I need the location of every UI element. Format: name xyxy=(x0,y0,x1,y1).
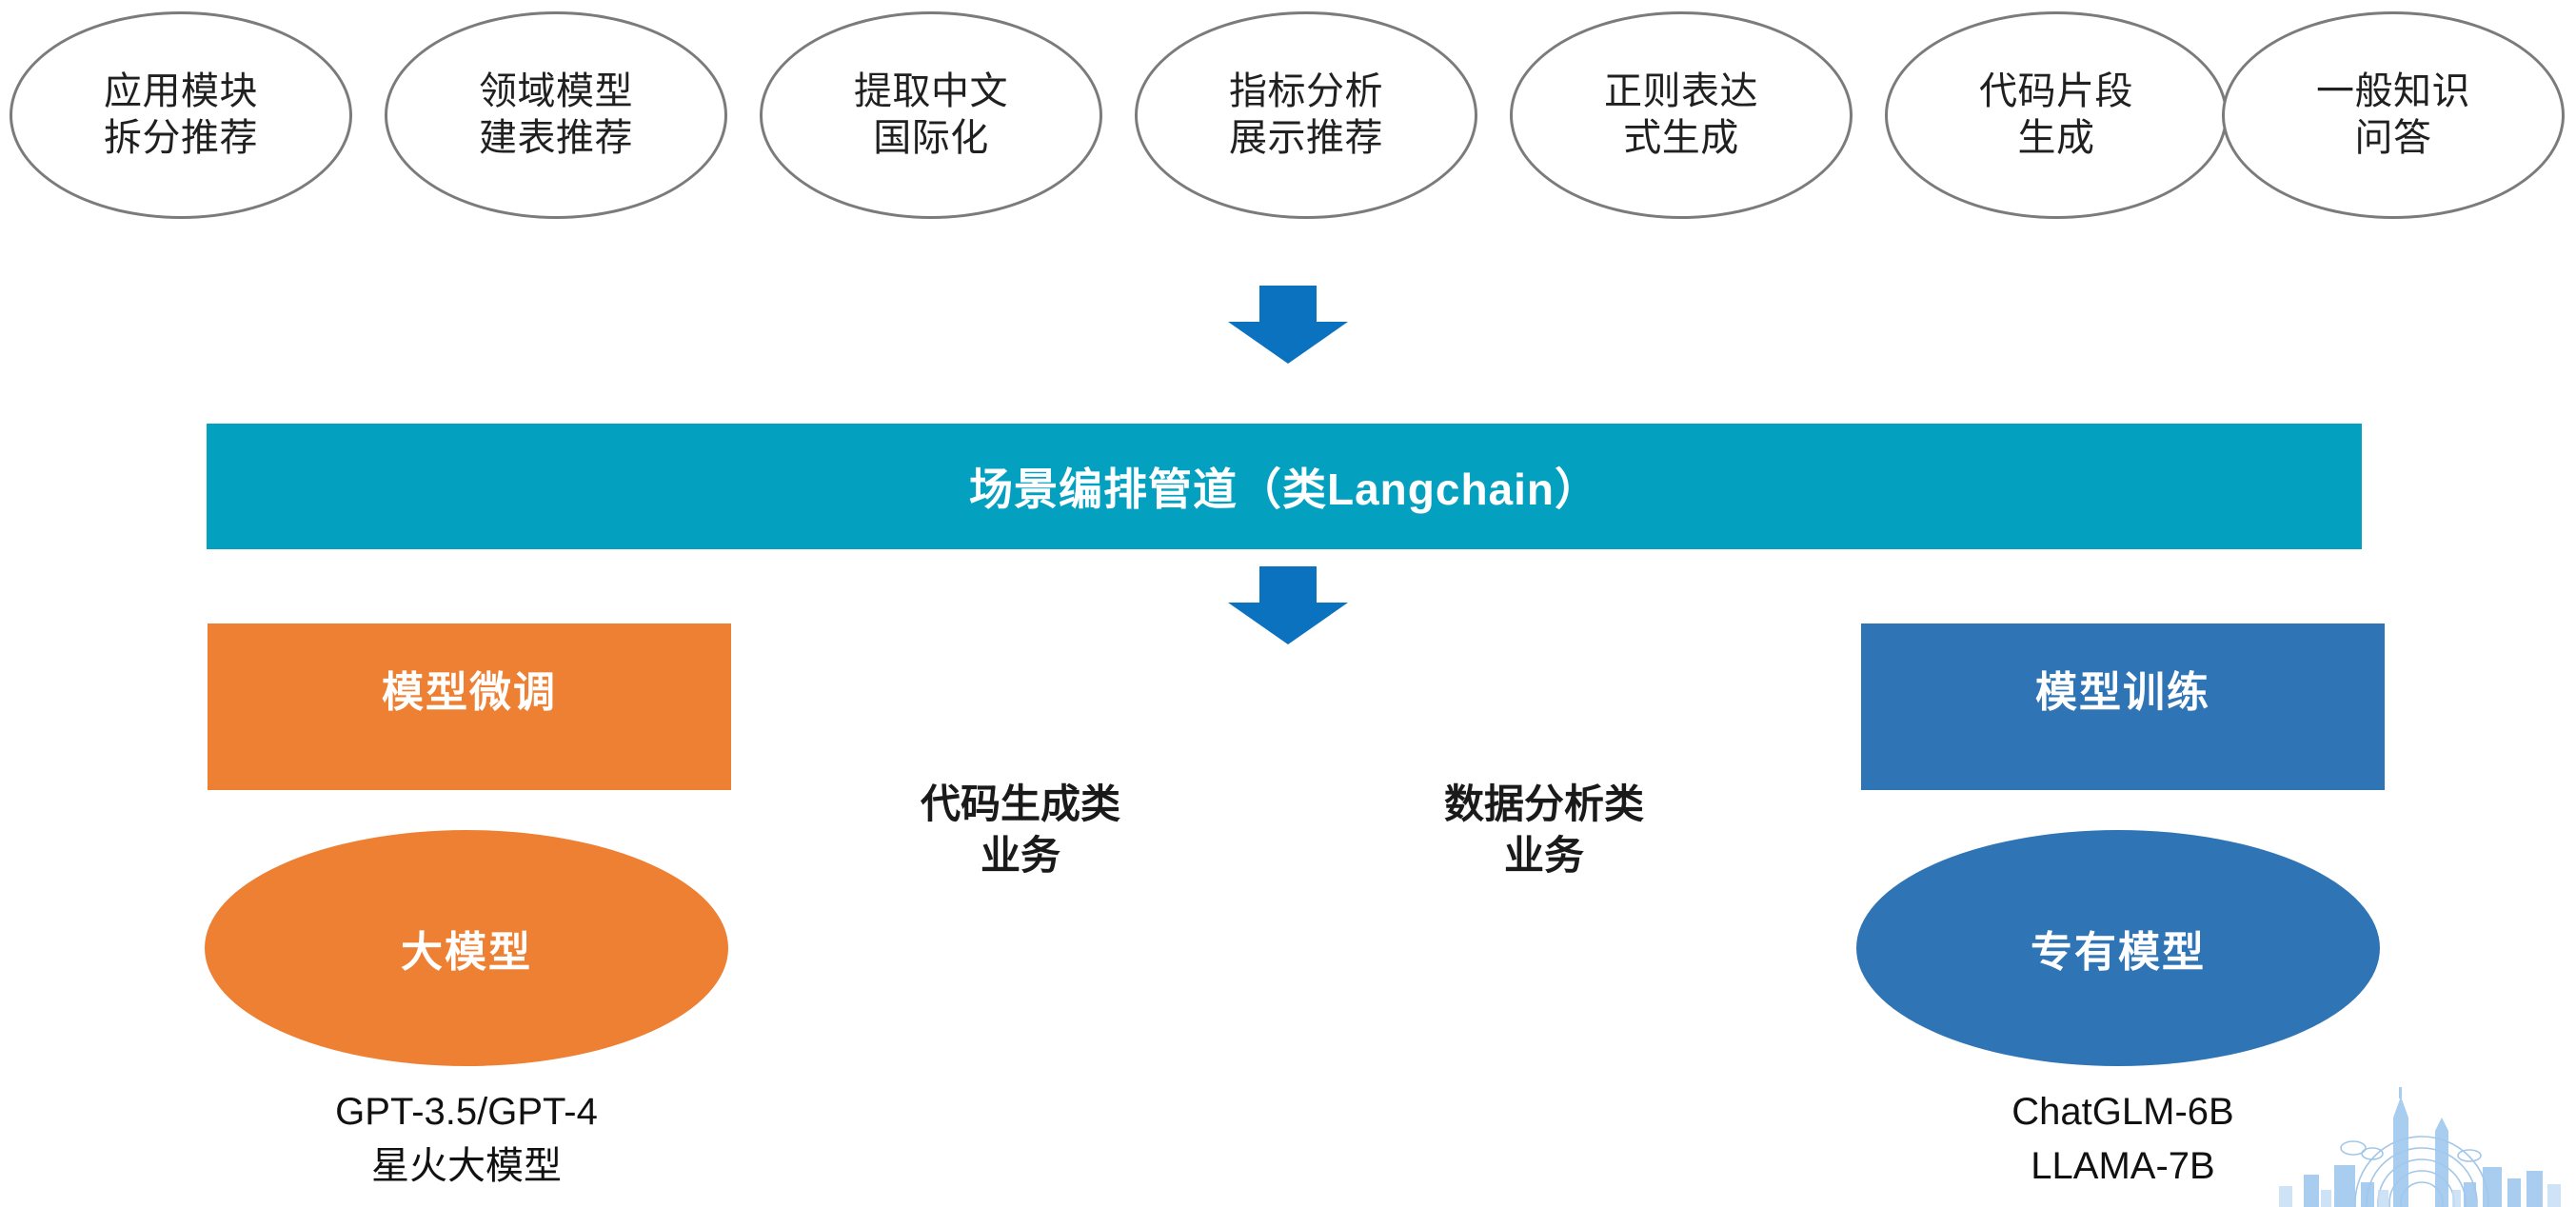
business-label-code-line2: 业务 xyxy=(980,832,1060,878)
arrow-shaft xyxy=(1259,286,1317,326)
model-name-spark: 星火大模型 xyxy=(371,1144,562,1187)
scene-ellipse-1-line2: 拆分推荐 xyxy=(104,117,258,159)
scene-ellipse-1[interactable]: 应用模块 拆分推荐 xyxy=(10,11,352,219)
stage-box-model-training-label: 模型训练 xyxy=(2035,669,2210,716)
stage-box-fine-tuning[interactable]: 模型微调 xyxy=(208,623,731,790)
model-ellipse-proprietary-model[interactable]: 专有模型 xyxy=(1856,830,2380,1066)
pipeline-bar[interactable]: 场景编排管道（类Langchain） xyxy=(207,424,2362,549)
model-names-left: GPT-3.5/GPT-4 星火大模型 xyxy=(200,1085,733,1194)
model-ellipse-large-model-label: 大模型 xyxy=(401,929,532,976)
scene-ellipse-2-line1: 领域模型 xyxy=(479,70,633,113)
arrow-shaft xyxy=(1259,566,1317,606)
scene-ellipse-6-line1: 代码片段 xyxy=(1979,70,2133,113)
scene-ellipse-5-line2: 式生成 xyxy=(1623,117,1739,159)
scene-ellipse-2[interactable]: 领域模型 建表推荐 xyxy=(385,11,727,219)
scene-ellipse-7-line2: 问答 xyxy=(2354,117,2432,159)
model-name-chatglm: ChatGLM-6B xyxy=(2011,1091,2234,1133)
scene-ellipse-6[interactable]: 代码片段 生成 xyxy=(1885,11,2228,219)
scene-ellipse-7-line1: 一般知识 xyxy=(2316,70,2470,113)
business-label-code-generation: 代码生成类 业务 xyxy=(868,779,1173,881)
pipeline-bar-label: 场景编排管道（类Langchain） xyxy=(968,465,1600,514)
model-ellipse-large-model[interactable]: 大模型 xyxy=(205,830,728,1066)
business-label-data-line1: 数据分析类 xyxy=(1443,782,1644,826)
scene-ellipse-3-line1: 提取中文 xyxy=(854,70,1008,113)
business-label-data-analysis: 数据分析类 业务 xyxy=(1392,779,1696,881)
scene-ellipse-6-line2: 生成 xyxy=(2017,117,2095,159)
down-arrow-icon-top xyxy=(1228,286,1348,364)
arrow-head xyxy=(1228,322,1348,364)
arrow-head xyxy=(1228,603,1348,644)
model-name-gpt: GPT-3.5/GPT-4 xyxy=(335,1091,598,1133)
model-name-llama: LLAMA-7B xyxy=(2031,1144,2215,1187)
stage-box-fine-tuning-label: 模型微调 xyxy=(382,669,557,716)
scene-ellipse-1-line1: 应用模块 xyxy=(104,70,258,113)
business-label-data-line2: 业务 xyxy=(1503,832,1584,878)
scene-ellipse-4[interactable]: 指标分析 展示推荐 xyxy=(1135,11,1477,219)
down-arrow-icon-middle xyxy=(1228,566,1348,644)
scene-ellipse-7[interactable]: 一般知识 问答 xyxy=(2222,11,2565,219)
scene-ellipse-row: 应用模块 拆分推荐 领域模型 建表推荐 提取中文 国际化 指标分析 展示推荐 正… xyxy=(0,11,2576,221)
scene-ellipse-3-line2: 国际化 xyxy=(873,117,989,159)
business-label-code-line1: 代码生成类 xyxy=(920,782,1120,826)
scene-ellipse-4-line1: 指标分析 xyxy=(1229,70,1383,113)
stage-box-model-training[interactable]: 模型训练 xyxy=(1861,623,2385,790)
scene-ellipse-4-line2: 展示推荐 xyxy=(1229,117,1383,159)
scene-ellipse-2-line2: 建表推荐 xyxy=(479,117,633,159)
scene-ellipse-3[interactable]: 提取中文 国际化 xyxy=(760,11,1102,219)
model-names-right: ChatGLM-6B LLAMA-7B xyxy=(1856,1085,2389,1194)
model-ellipse-proprietary-model-label: 专有模型 xyxy=(2031,929,2206,976)
scene-ellipse-5-line1: 正则表达 xyxy=(1604,70,1758,113)
scene-ellipse-5[interactable]: 正则表达 式生成 xyxy=(1510,11,1853,219)
